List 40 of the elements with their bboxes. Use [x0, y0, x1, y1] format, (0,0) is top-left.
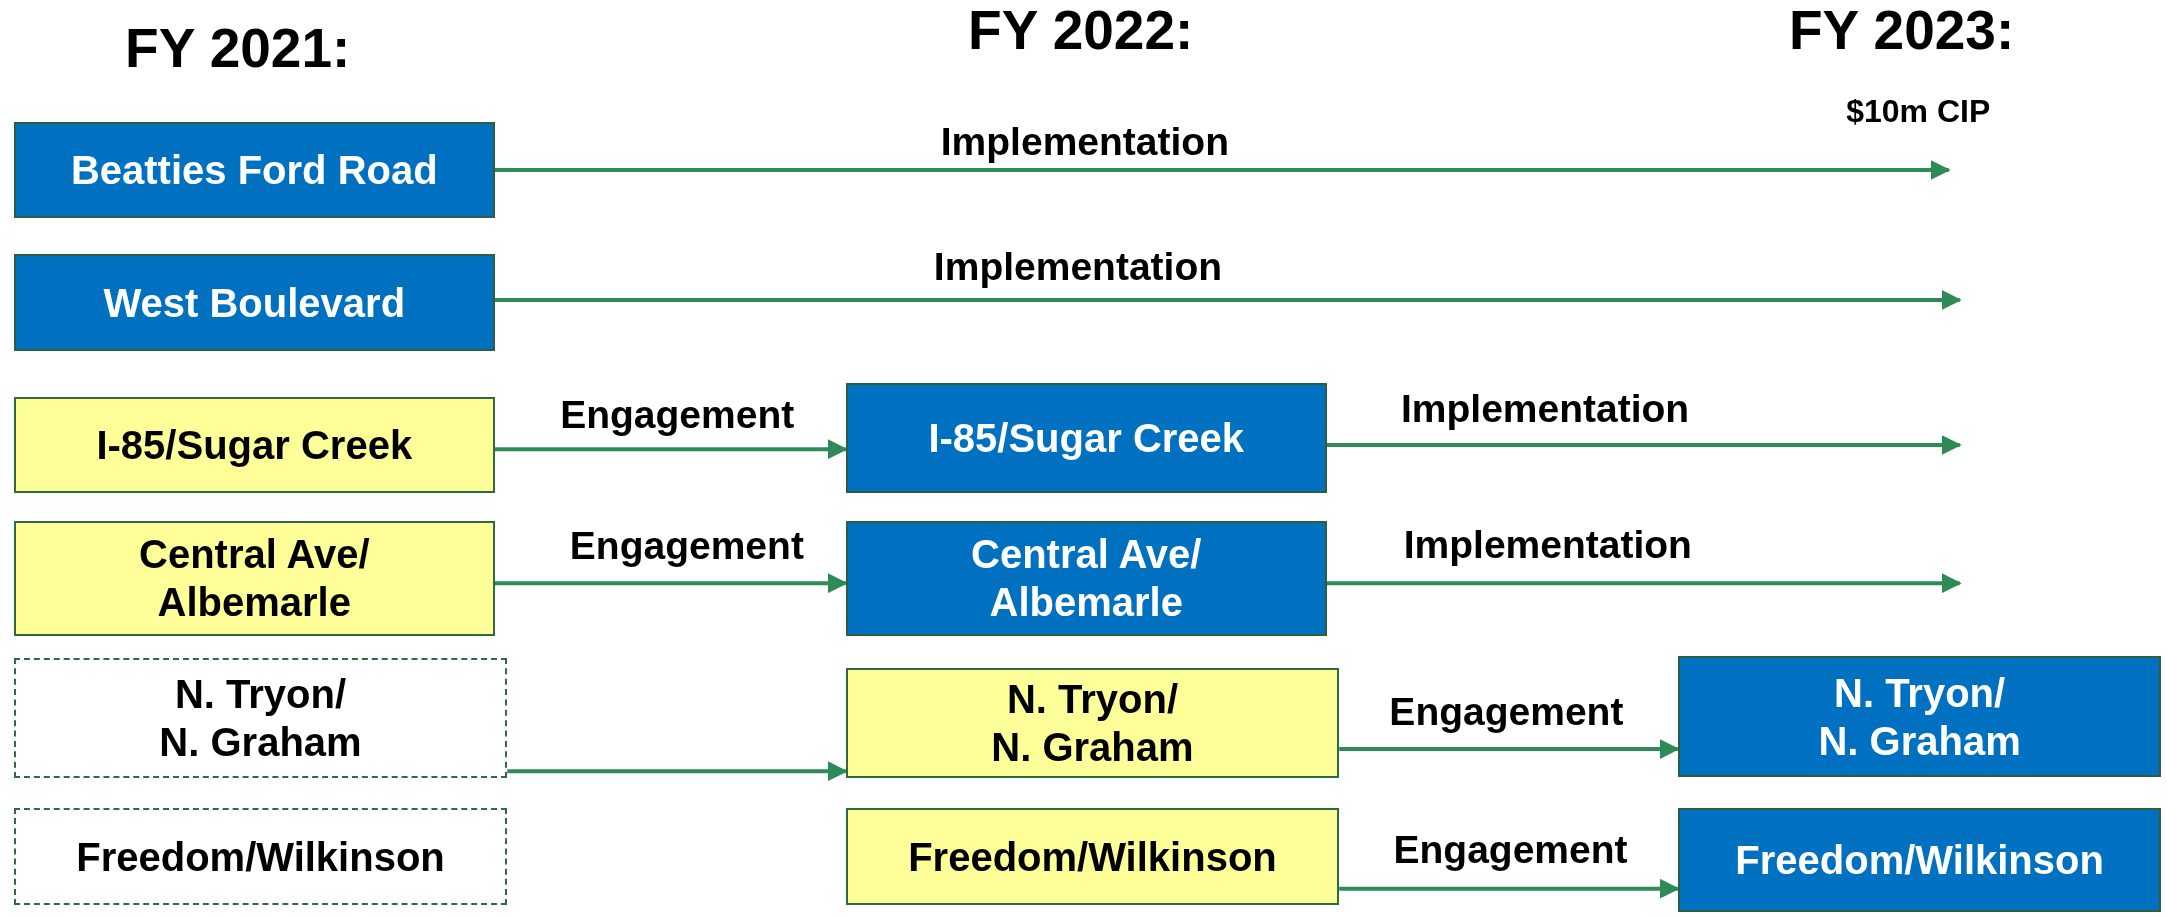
- implementation-box: [13, 121, 495, 219]
- node-text: Central Ave/ Albemarle: [970, 531, 1203, 627]
- node-text: I-85/Sugar Creek: [928, 415, 1245, 463]
- implementation-box: [1677, 656, 2162, 777]
- budget-note: $10m CIP: [1846, 92, 1991, 130]
- node-text: I-85/Sugar Creek: [96, 422, 413, 469]
- engagement-box: [13, 396, 495, 494]
- year-heading: FY 2022:: [968, 0, 1194, 63]
- node-text: N. Tryon/ N. Graham: [158, 670, 363, 766]
- edge-label: Implementation: [940, 120, 1229, 165]
- planned-box: [13, 808, 508, 906]
- arrow: [494, 160, 1951, 180]
- node-text: N. Tryon/ N. Graham: [1817, 669, 2022, 765]
- implementation-box: [13, 254, 495, 351]
- node-text: N. Tryon/ N. Graham: [990, 675, 1195, 771]
- year-heading: FY 2021:: [125, 16, 351, 81]
- edge-label: Engagement: [560, 392, 795, 437]
- year-heading: FY 2023:: [1789, 0, 2015, 63]
- arrow: [1326, 435, 1962, 455]
- edge-label: Engagement: [1389, 689, 1624, 734]
- engagement-box: [845, 667, 1340, 779]
- arrow: [494, 289, 1962, 310]
- node-text: Central Ave/ Albemarle: [138, 531, 371, 627]
- implementation-box: [845, 521, 1327, 636]
- edge-label: Engagement: [569, 523, 804, 568]
- node-text: Freedom/Wilkinson: [1735, 837, 2104, 885]
- node-text: West Boulevard: [103, 279, 406, 327]
- node-text: Freedom/Wilkinson: [908, 833, 1277, 881]
- arrow: [1326, 573, 1962, 594]
- edge-label: Engagement: [1393, 827, 1628, 872]
- implementation-box: [845, 382, 1327, 494]
- engagement-box: [13, 521, 495, 636]
- node-text: Beatties Ford Road: [70, 146, 438, 194]
- engagement-box: [845, 808, 1340, 906]
- implementation-box: [1677, 808, 2162, 913]
- edge-label: Implementation: [933, 244, 1223, 289]
- node-text: Freedom/Wilkinson: [76, 833, 445, 881]
- edge-label: Implementation: [1403, 522, 1692, 567]
- planned-box: [13, 657, 508, 779]
- edge-label: Implementation: [1401, 387, 1690, 432]
